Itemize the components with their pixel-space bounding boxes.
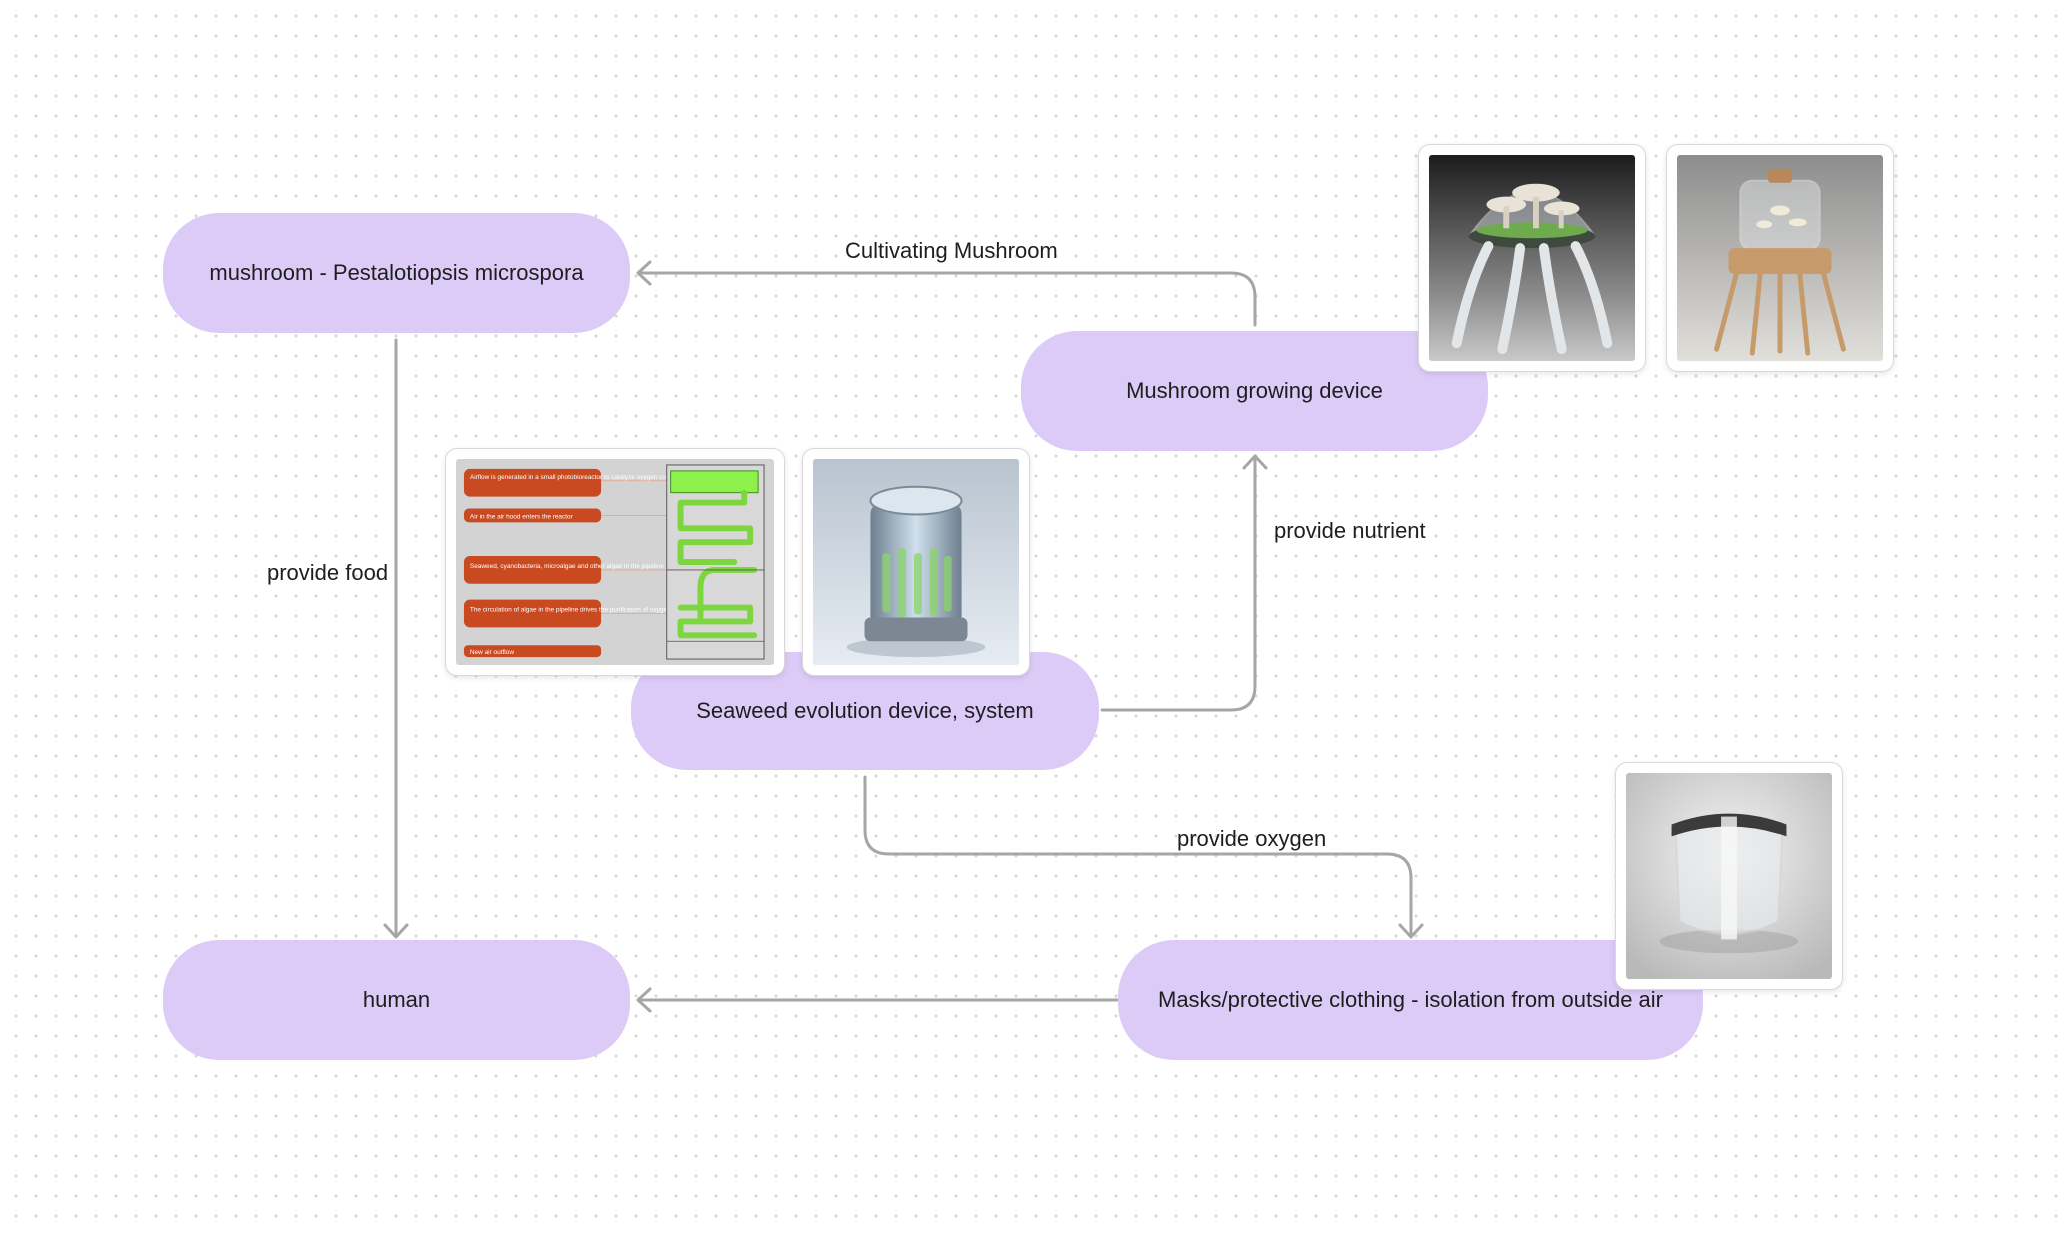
- diagram-note-new-air: New air outflow: [470, 649, 514, 656]
- diagram-note-airflow: Airflow is generated in a small photobio…: [470, 474, 691, 481]
- image-card-mushroom-jar[interactable]: [1666, 144, 1894, 372]
- arrowhead-cultivating: [636, 260, 652, 286]
- edge-label-provide-oxygen: provide oxygen: [1177, 826, 1327, 851]
- mushroom-jar-image: [1677, 155, 1883, 361]
- image-card-face-shield[interactable]: [1615, 762, 1843, 990]
- edge-label-provide-food: provide food: [267, 560, 389, 585]
- edge-label-provide-nutrient: provide nutrient: [1274, 518, 1426, 543]
- node-mushroom[interactable]: mushroom - Pestalotiopsis microspora: [163, 213, 630, 333]
- reactor-diagram-image: Airflow is generated in a small photobio…: [456, 459, 774, 665]
- edge-provide-nutrient[interactable]: [1100, 456, 1257, 712]
- node-mushroom-growing-device[interactable]: Mushroom growing device: [1021, 331, 1488, 451]
- node-human[interactable]: human: [163, 940, 630, 1060]
- edge-label-cultivating: Cultivating Mushroom: [845, 238, 1058, 263]
- face-shield-image: [1626, 773, 1832, 979]
- edge-provide-oxygen[interactable]: [863, 775, 1413, 937]
- arrowhead-provide-food: [383, 923, 409, 939]
- arrowhead-provide-oxygen: [1398, 923, 1424, 939]
- diagram-note-circulation: The circulation of algae in the pipeline…: [470, 607, 671, 614]
- node-masks-protective-clothing[interactable]: Masks/protective clothing - isolation fr…: [1118, 940, 1703, 1060]
- mushroom-dome-image: [1429, 155, 1635, 361]
- arrowhead-masks-to-human: [636, 987, 652, 1013]
- image-card-mushroom-dome[interactable]: [1418, 144, 1646, 372]
- diagram-note-air-in: Air in the air hood enters the reactor: [470, 513, 574, 520]
- glass-reactor-image: [813, 459, 1019, 665]
- edge-cultivating-mushroom[interactable]: [638, 271, 1257, 327]
- diagram-note-seaweed: Seaweed, cyanobacteria, microalgae and o…: [470, 563, 664, 570]
- image-card-glass-reactor[interactable]: [802, 448, 1030, 676]
- image-card-reactor-diagram[interactable]: Airflow is generated in a small photobio…: [445, 448, 785, 676]
- arrowhead-provide-nutrient: [1242, 454, 1268, 470]
